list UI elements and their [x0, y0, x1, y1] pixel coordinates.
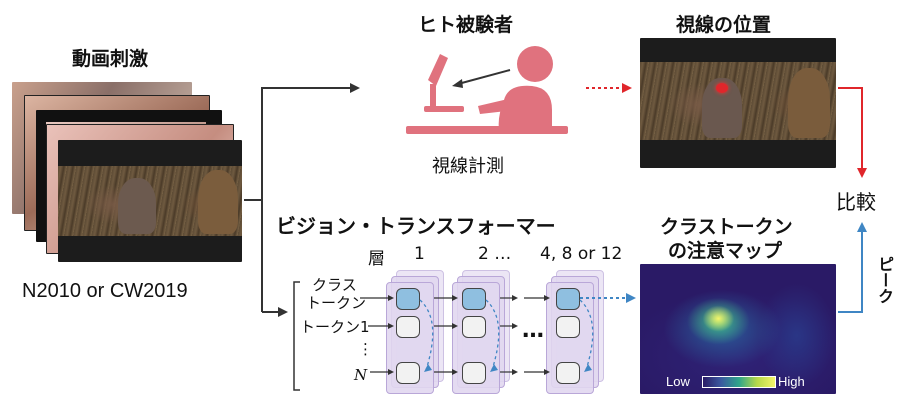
- human-title: ヒト被験者: [418, 14, 514, 36]
- token-label-1: トークン1: [300, 318, 370, 336]
- layer-1-label: 1: [414, 244, 425, 264]
- attention-title-line1: クラストークン: [660, 216, 793, 238]
- legend-colorbar: [702, 376, 776, 388]
- compare-label: 比較: [836, 190, 876, 214]
- child-right-figure: [198, 170, 238, 234]
- attention-title-line2: の注意マップ: [668, 240, 783, 262]
- attention-map: Low High: [640, 264, 836, 394]
- video-frame-front: [58, 140, 242, 262]
- human-subject-icon: [406, 46, 568, 134]
- layer-label: 層: [368, 249, 385, 269]
- eye-tracking-label: 視線計測: [432, 156, 504, 177]
- legend-high-label: High: [778, 374, 805, 389]
- token-label-class-2: トークン: [306, 294, 367, 312]
- vit-title: ビジョン・トランスフォーマー: [276, 214, 556, 238]
- gaze-title: 視線の位置: [676, 14, 772, 36]
- peak-label: ピーク: [875, 256, 894, 304]
- class-token-box: [396, 288, 420, 310]
- gaze-point-marker: [716, 83, 728, 93]
- layer-ellipsis: …: [522, 318, 544, 343]
- layer-last-label: 4, 8 or 12: [540, 244, 623, 264]
- token-label-n: N: [354, 366, 368, 384]
- stimulus-title: 動画刺激: [72, 48, 149, 70]
- token-label-ellipsis: ⋮: [358, 340, 373, 358]
- legend-low-label: Low: [666, 374, 690, 389]
- token-label-class-1: クラス: [312, 276, 357, 294]
- layer-2-label: 2 …: [478, 244, 512, 264]
- dataset-label: N2010 or CW2019: [22, 280, 188, 302]
- gaze-video-frame: [640, 38, 836, 168]
- child-left-figure: [118, 178, 156, 234]
